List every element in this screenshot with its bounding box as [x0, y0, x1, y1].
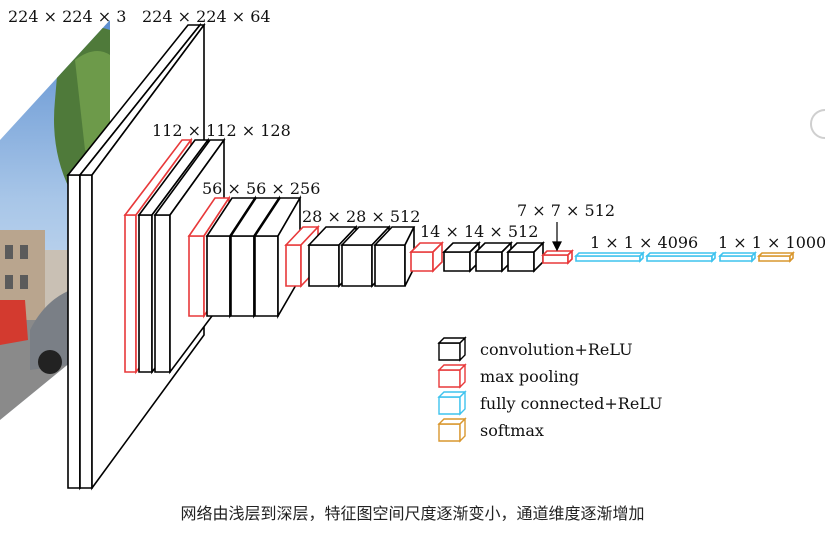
label-softmax-size: 1 × 1 × 1000: [718, 233, 825, 252]
legend: convolution+ReLU max pooling fully conne…: [437, 336, 663, 443]
legend-item-fc: fully connected+ReLU: [437, 390, 663, 416]
pool5-arrow: [552, 222, 562, 252]
label-input-size: 224 × 224 × 3: [8, 7, 126, 26]
legend-label-conv: convolution+ReLU: [480, 340, 633, 359]
legend-label-softmax: softmax: [480, 421, 544, 440]
softmax-block: [757, 251, 795, 263]
conv3-block: [205, 195, 302, 319]
legend-label-fc: fully connected+ReLU: [480, 394, 663, 413]
legend-item-pool: max pooling: [437, 363, 579, 389]
legend-swatch-pool-icon: [437, 363, 467, 389]
fc8-block: [718, 251, 757, 263]
legend-swatch-softmax-icon: [437, 417, 467, 443]
legend-label-pool: max pooling: [480, 367, 579, 386]
conv5-block: [442, 241, 545, 273]
label-fc-size: 1 × 1 × 4096: [590, 233, 698, 252]
legend-swatch-fc-icon: [437, 390, 467, 416]
legend-item-conv: convolution+ReLU: [437, 336, 633, 362]
fc-blocks: [574, 251, 757, 263]
fc7-block: [645, 251, 717, 263]
legend-swatch-conv-icon: [437, 336, 467, 362]
label-conv2-size: 112 × 112 × 128: [152, 121, 291, 140]
label-conv5-size: 14 × 14 × 512: [420, 222, 538, 241]
pool4-block: [409, 241, 444, 273]
label-conv1-size: 224 × 224 × 64: [142, 7, 271, 26]
legend-item-softmax: softmax: [437, 417, 544, 443]
conv4-block: [307, 224, 416, 289]
fc6-block: [574, 251, 645, 263]
label-conv4-size: 28 × 28 × 512: [302, 207, 420, 226]
label-pool5-size: 7 × 7 × 512: [517, 201, 615, 220]
label-conv3-size: 56 × 56 × 256: [202, 179, 320, 198]
caption: 网络由浅层到深层，特征图空间尺度逐渐变小，通道维度逐渐增加: [180, 504, 645, 523]
pool5-block: [541, 249, 574, 265]
edge-circle-icon: [810, 109, 825, 139]
